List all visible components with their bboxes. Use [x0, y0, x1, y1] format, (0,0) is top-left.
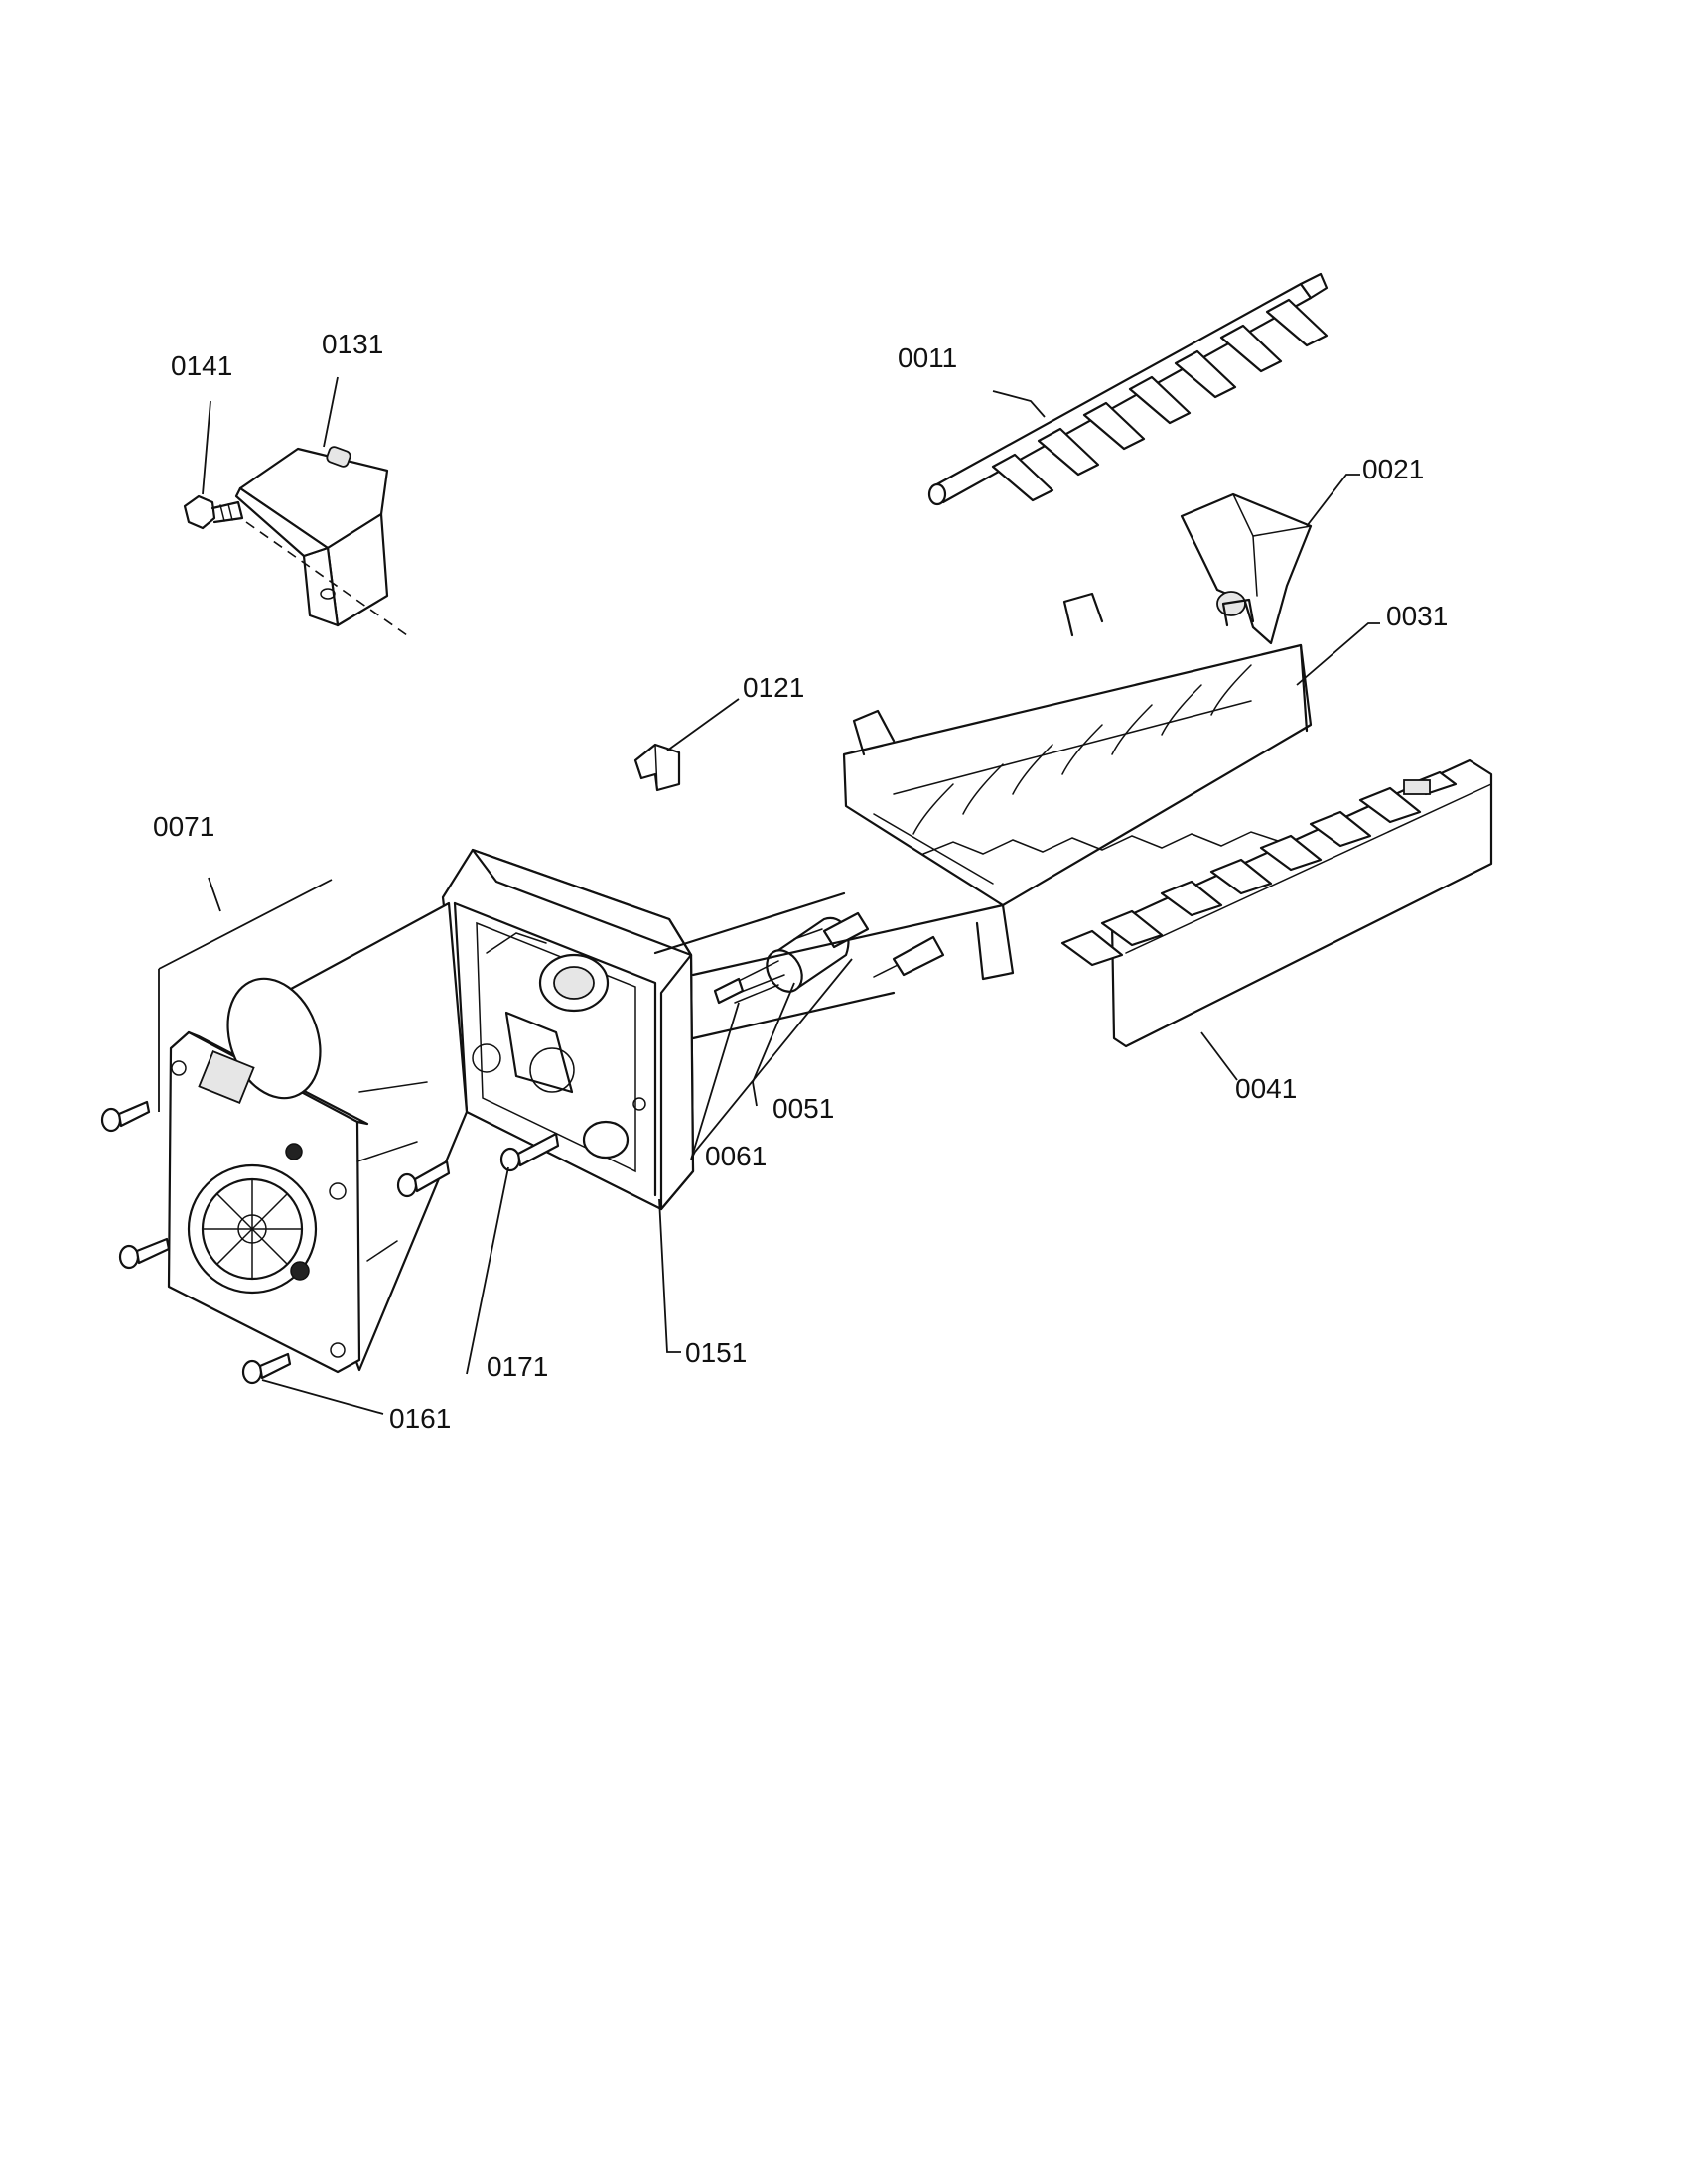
part-0141-screw: [183, 494, 244, 530]
label-0171: 0171: [487, 1351, 548, 1382]
part-0121-clip: [633, 743, 681, 792]
label-0021: 0021: [1362, 454, 1424, 484]
label-0031: 0031: [1386, 601, 1448, 631]
label-0121: 0121: [743, 672, 804, 703]
label-0051: 0051: [772, 1093, 834, 1124]
leader-lines: [158, 376, 1380, 1415]
part-0171-screw: [499, 1132, 560, 1172]
part-0151-housing: [441, 848, 1005, 1211]
part-0061-pins: [713, 911, 945, 1005]
label-0071: 0071: [153, 811, 214, 842]
label-0131: 0131: [322, 329, 383, 359]
part-labels: 0141 0131 0011 0021 0031 0121 0071 0051 …: [153, 329, 1448, 1433]
label-0141: 0141: [171, 350, 232, 381]
part-0041-stripper: [1060, 758, 1493, 1048]
part-0021-cover: [1180, 492, 1313, 645]
part-0031-mold-tray: [842, 592, 1313, 981]
label-0011: 0011: [898, 342, 957, 373]
part-0071-motor-module: [167, 901, 469, 1374]
part-0161-screws: [100, 1100, 451, 1385]
label-0041: 0041: [1235, 1073, 1297, 1104]
label-0151: 0151: [685, 1337, 747, 1368]
label-0061: 0061: [705, 1141, 767, 1171]
part-0011-ejector: [927, 272, 1329, 506]
part-0131-bracket: [234, 446, 389, 627]
label-0161: 0161: [389, 1403, 451, 1433]
